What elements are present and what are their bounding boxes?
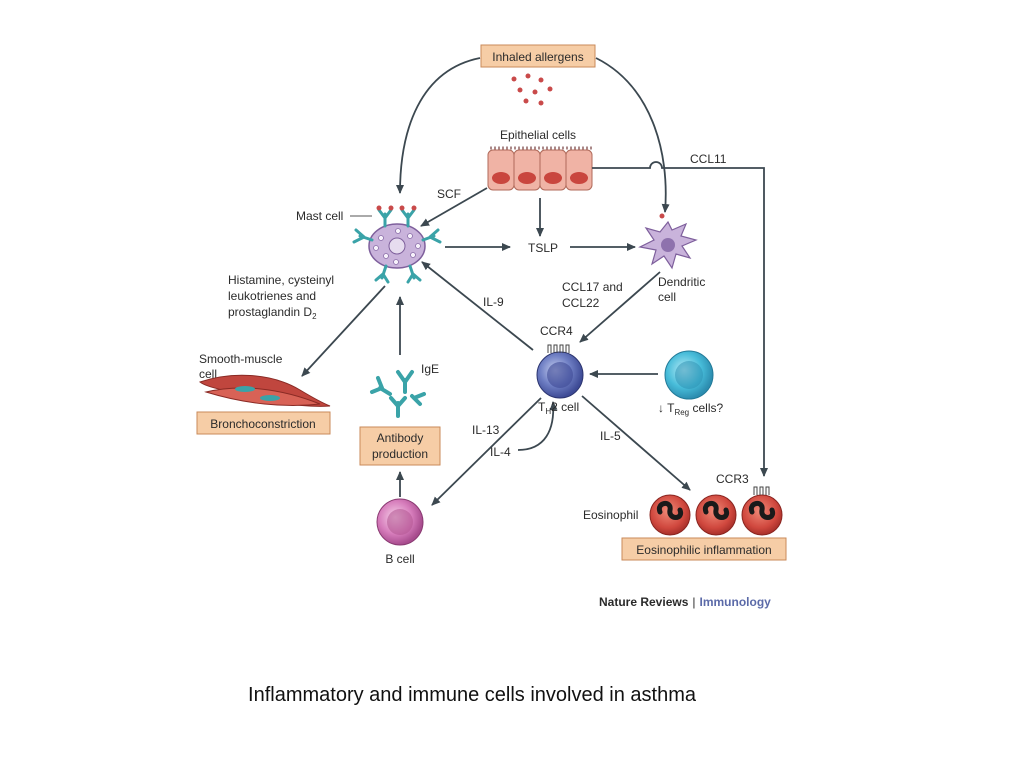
eosinophil-1 <box>649 494 691 536</box>
mediators-subscript: 2 <box>312 312 317 321</box>
dendritic-cell-label-line2: cell <box>658 290 676 304</box>
inhaled-allergens-box: Inhaled allergens <box>480 44 596 68</box>
treg-prefix: ↓ T <box>658 401 675 415</box>
eosinophil-2 <box>695 494 737 536</box>
mast-cell <box>352 205 442 284</box>
mediators-label-line1: Histamine, cysteinyl <box>228 273 334 287</box>
il5-label: IL-5 <box>600 429 621 443</box>
ccr4-label: CCR4 <box>540 324 573 338</box>
eosinophil-3 <box>741 486 783 536</box>
b-cell-label: B cell <box>385 552 414 566</box>
treg-cell <box>664 350 714 400</box>
th2-cell <box>536 344 584 399</box>
b-cell <box>376 498 424 546</box>
epithelial-cells <box>487 146 593 191</box>
ige-antibodies <box>370 370 426 418</box>
pathway-arrows <box>301 57 768 506</box>
eosinophils <box>649 486 783 536</box>
antibody-production-line2: production <box>372 447 428 461</box>
mediators-label-line3: prostaglandin D2 <box>228 305 317 321</box>
inhaled-allergens-label: Inhaled allergens <box>492 50 583 64</box>
bronchoconstriction-label: Bronchoconstriction <box>210 417 315 431</box>
th2-cell-label: TH2 cell <box>538 400 579 416</box>
ccr3-label: CCR3 <box>716 472 749 486</box>
antibody-production-line1: Antibody <box>377 431 424 445</box>
eosinophil-label: Eosinophil <box>583 508 638 522</box>
smooth-muscle-label-line1: Smooth-muscle <box>199 352 283 366</box>
smooth-muscle-cell <box>198 374 331 407</box>
tslp-label: TSLP <box>528 241 558 255</box>
treg-suffix: cells? <box>689 401 723 415</box>
scf-label: SCF <box>437 187 461 201</box>
ige-label: IgE <box>421 362 439 376</box>
mediators-label-line2: leukotrienes and <box>228 289 316 303</box>
credit-line: Nature Reviews| Immunology <box>599 595 771 609</box>
dendritic-cell <box>638 213 698 270</box>
credit-separator: | <box>692 595 695 609</box>
treg-subscript: Reg <box>674 408 689 417</box>
epithelial-cells-label: Epithelial cells <box>500 128 576 142</box>
mast-cell-label: Mast cell <box>296 209 343 223</box>
eosinophilic-inflammation-label: Eosinophilic inflammation <box>636 543 771 557</box>
ccl11-label: CCL11 <box>690 152 727 166</box>
ccl17-label-line2: CCL22 <box>562 296 600 310</box>
treg-cells-label: ↓ TReg cells? <box>658 401 723 417</box>
smooth-muscle-label-line2: cell <box>199 367 217 381</box>
credit-publisher: Nature Reviews <box>599 595 689 609</box>
th2-prefix: T <box>538 400 546 414</box>
th2-subscript: H <box>545 407 551 416</box>
mediators-text: prostaglandin D <box>228 305 312 319</box>
allergen-particles <box>511 73 553 106</box>
ccl17-label-line1: CCL17 and <box>562 280 623 294</box>
il4-label: IL-4 <box>490 445 511 459</box>
antibody-production-box: Antibody production <box>359 426 441 466</box>
th2-suffix: 2 cell <box>551 400 579 414</box>
il9-label: IL-9 <box>483 295 504 309</box>
slide-caption: Inflammatory and immune cells involved i… <box>248 684 696 706</box>
dendritic-cell-label-line1: Dendritic <box>658 275 705 289</box>
eosinophilic-inflammation-box: Eosinophilic inflammation <box>621 537 787 561</box>
bronchoconstriction-box: Bronchoconstriction <box>196 411 331 435</box>
credit-journal: Immunology <box>700 595 772 609</box>
il13-label: IL-13 <box>472 423 500 437</box>
